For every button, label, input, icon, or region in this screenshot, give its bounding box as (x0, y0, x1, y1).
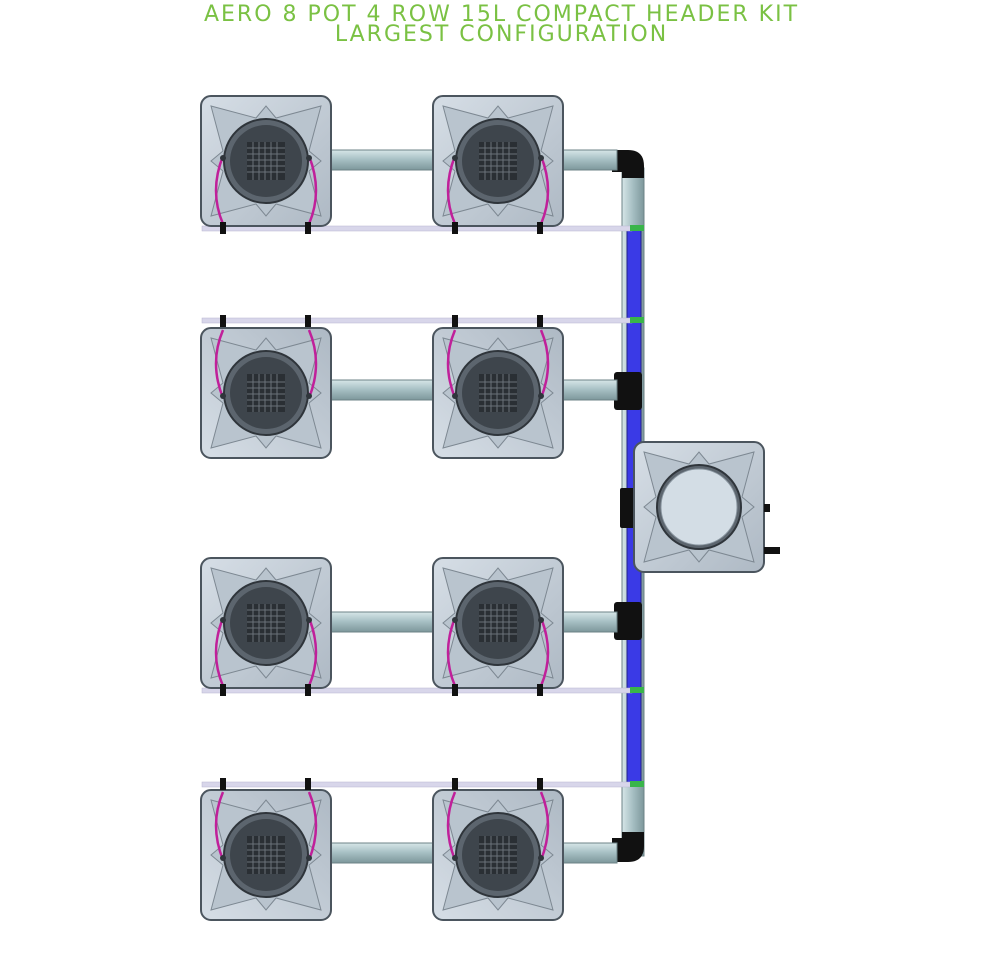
pot-row4-right (431, 788, 565, 922)
connecting-pipes (329, 149, 618, 864)
drip-lines (201, 225, 633, 788)
pot-row4-left (199, 788, 333, 922)
header-tank (633, 441, 780, 573)
pot-row3-right (431, 556, 565, 690)
top-elbow-fitting (612, 150, 644, 178)
title-line-2: LARGEST CONFIGURATION (334, 22, 669, 47)
green-connectors (630, 225, 644, 787)
bottom-elbow-fitting (612, 832, 644, 862)
pot-row2-right (431, 326, 565, 460)
title-line-1: AERO 8 POT 4 ROW 15L COMPACT HEADER KIT (203, 2, 800, 27)
pot-row1-left (199, 94, 333, 228)
pot-row3-left (199, 556, 333, 690)
tee-fitting (614, 372, 642, 410)
pot-row2-left (199, 326, 333, 460)
pot-row1-right (431, 94, 565, 228)
tee-fitting (614, 602, 642, 640)
drip-clips (220, 222, 543, 790)
